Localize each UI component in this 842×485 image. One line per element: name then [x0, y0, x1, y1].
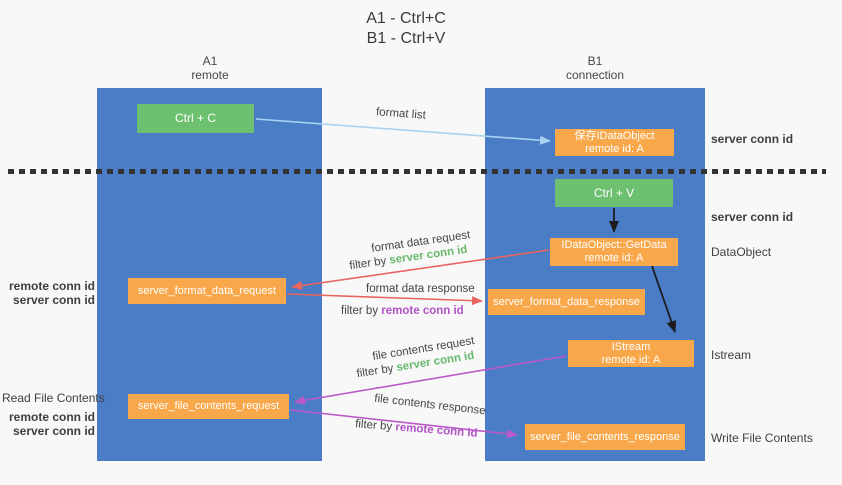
lane-b-header: B1 connection — [535, 54, 655, 82]
node-idataobject-getdata-line1: IDataObject::GetData — [561, 239, 667, 251]
node-save-idataobject-line1: 保存IDataObject — [574, 129, 655, 142]
node-ctrl-c-label: Ctrl + C — [174, 111, 216, 125]
server-conn-id-annotation-format: server conn id — [12, 293, 95, 307]
node-save-idataobject-line2: remote id: A — [585, 142, 644, 155]
node-ctrl-c: Ctrl + C — [137, 104, 254, 133]
node-server-file-contents-request: server_file_contents_request — [128, 394, 289, 419]
filter-by-text: filter by — [354, 418, 393, 434]
format-data-response-label: format data response — [366, 283, 475, 295]
format-list-label: format list — [375, 106, 427, 122]
remote-conn-id-text: remote conn id — [394, 421, 479, 440]
server-conn-id-annotation-file: server conn id — [12, 424, 95, 438]
lane-a-subtitle: remote — [191, 68, 229, 82]
node-server-format-data-response-label: server_format_data_response — [493, 295, 640, 308]
filter-by-text: filter by — [348, 255, 388, 273]
title-line-1: A1 - Ctrl+C — [366, 10, 446, 27]
node-server-file-contents-request-label: server_file_contents_request — [137, 400, 280, 412]
remote-conn-id-annotation-format: remote conn id — [8, 279, 95, 293]
node-server-format-data-request-label: server_format_data_request — [137, 284, 277, 297]
node-idataobject-getdata-line2: remote id: A — [584, 252, 644, 264]
node-server-file-contents-response-label: server_file_contents_response — [530, 430, 680, 443]
lane-b-name: B1 — [587, 54, 603, 68]
server-conn-id-annotation-mid: server conn id — [711, 210, 794, 224]
lane-a-header: A1 remote — [150, 54, 270, 82]
remote-conn-id-annotation-file: remote conn id — [8, 410, 95, 424]
node-server-file-contents-response: server_file_contents_response — [525, 424, 685, 450]
node-istream-line1: IStream — [611, 340, 651, 353]
remote-conn-id-text: remote conn id — [381, 305, 464, 317]
diagram-title: A1 - Ctrl+C B1 - Ctrl+V — [0, 9, 812, 49]
node-istream-line2: remote id: A — [601, 353, 661, 366]
write-file-contents-annotation: Write File Contents — [711, 431, 813, 445]
read-file-contents-annotation: Read File Contents — [2, 391, 105, 405]
lane-b-subtitle: connection — [565, 68, 625, 82]
node-istream: IStream remote id: A — [568, 340, 694, 367]
file-contents-response-filter-label: filter by remote conn id — [355, 418, 478, 440]
node-server-format-data-request: server_format_data_request — [128, 278, 286, 304]
istream-annotation: Istream — [711, 348, 752, 362]
node-ctrl-v: Ctrl + V — [555, 179, 673, 207]
file-contents-response-label: file contents response — [373, 392, 487, 418]
lane-a-name: A1 — [202, 54, 218, 68]
filter-by-text: filter by — [355, 362, 395, 381]
format-data-response-filter-label: filter by remote conn id — [341, 305, 464, 317]
filter-by-text: filter by — [341, 305, 379, 317]
node-server-format-data-response: server_format_data_response — [488, 289, 645, 315]
title-line-2: B1 - Ctrl+V — [366, 30, 446, 47]
node-save-idataobject: 保存IDataObject remote id: A — [555, 129, 674, 156]
server-conn-id-annotation-top: server conn id — [711, 132, 794, 146]
node-ctrl-v-label: Ctrl + V — [593, 185, 635, 200]
session-separator-dotted-line — [8, 169, 826, 174]
dataobject-annotation: DataObject — [711, 245, 772, 259]
node-idataobject-getdata: IDataObject::GetData remote id: A — [550, 238, 678, 266]
